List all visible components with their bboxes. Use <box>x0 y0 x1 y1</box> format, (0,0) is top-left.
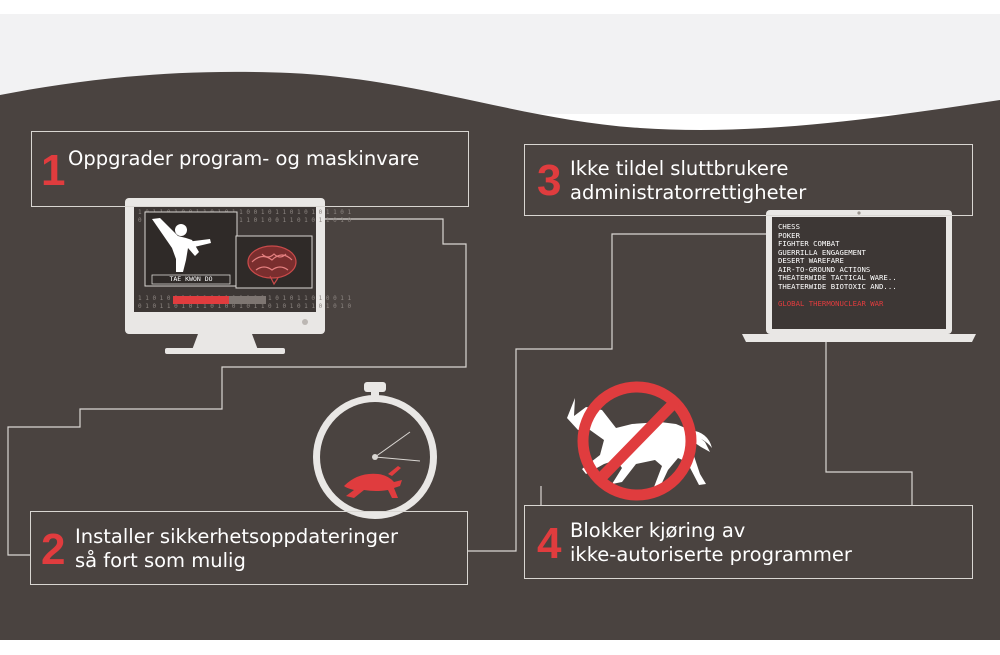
step-3-text-line-2: administratorrettigheter <box>570 181 807 204</box>
laptop-menu-item: FIGHTER COMBAT <box>778 239 840 248</box>
svg-text:0 1 0 1 1 0 1 0 1 1 0 1 0 0 1: 0 1 0 1 1 0 1 0 1 1 0 1 0 0 1 0 1 1 0 1 … <box>138 303 352 310</box>
laptop-menu-item: THEATERWIDE BIOTOXIC AND... <box>778 281 897 291</box>
step-3-number: 3 <box>537 156 562 205</box>
laptop-menu-item: GUERRILLA ENGAGEMENT <box>778 247 866 257</box>
step-2-text-line-1: Installer sikkerhetsoppdateringer <box>75 525 399 548</box>
laptop-menu: CHESS POKER FIGHTER COMBAT GUERRILLA ENG… <box>778 222 944 309</box>
laptop-menu-item: DESERT WAREFARE <box>778 256 844 265</box>
connector-step1-to-step2 <box>7 218 467 556</box>
step-2-text-line-2: så fort som mulig <box>75 549 246 572</box>
step-1-box: 1 Oppgrader program- og maskinvare <box>31 131 469 207</box>
laptop-menu-item: AIR-TO-GROUND ACTIONS <box>778 264 871 274</box>
connector-laptop-to-step4 <box>825 340 913 506</box>
prohibited-icon <box>577 381 697 501</box>
laptop-menu-highlight: GLOBAL THERMONUCLEAR WAR <box>778 299 884 308</box>
martial-artist-icon <box>152 218 211 272</box>
laptop-menu-item: POKER <box>778 230 800 240</box>
step-2-number: 2 <box>41 525 66 574</box>
laptop-menu-item: THEATERWIDE TACTICAL WARE.. <box>778 273 897 282</box>
stopwatch-icon <box>313 382 437 519</box>
step-1-text-line-1: Oppgrader program- og maskinvare <box>68 147 420 170</box>
connector-step2-to-step4 <box>468 233 766 552</box>
connector-lines <box>7 218 913 556</box>
hare-icon <box>344 466 402 498</box>
brain-icon <box>247 245 297 286</box>
step-3-text-line-1: Ikke tildel sluttbrukere <box>570 157 789 180</box>
svg-text:0 1 1 0 1 0 1 0 0 1 1 0 1 0 1: 0 1 1 0 1 0 1 0 0 1 1 0 1 0 1 1 0 1 0 0 … <box>138 217 352 224</box>
laptop-icon <box>742 210 976 342</box>
step-2-box: 2 Installer sikkerhetsoppdateringer så f… <box>30 511 468 585</box>
step-4-text-line-2: ikke-autoriserte programmer <box>570 543 852 566</box>
svg-text:1 0 1 1 0 1 0 0 1 1 0 1 0 1 1: 1 0 1 1 0 1 0 0 1 1 0 1 0 1 1 0 0 1 0 1 … <box>138 209 352 216</box>
step-4-text-line-1: Blokker kjøring av <box>570 519 746 542</box>
monitor-caption: TAE KWON DO <box>169 275 213 283</box>
step-4-number: 4 <box>537 519 562 568</box>
desktop-monitor-icon: 1 0 1 1 0 1 0 0 1 1 0 1 0 1 1 0 0 1 0 1 … <box>125 198 352 354</box>
step-4-box: 4 Blokker kjøring av ikke-autoriserte pr… <box>524 505 973 579</box>
step-3-box: 3 Ikke tildel sluttbrukere administrator… <box>524 144 973 216</box>
laptop-menu-item: CHESS <box>778 222 800 231</box>
progress-fill <box>173 296 229 304</box>
step-1-number: 1 <box>41 146 66 195</box>
